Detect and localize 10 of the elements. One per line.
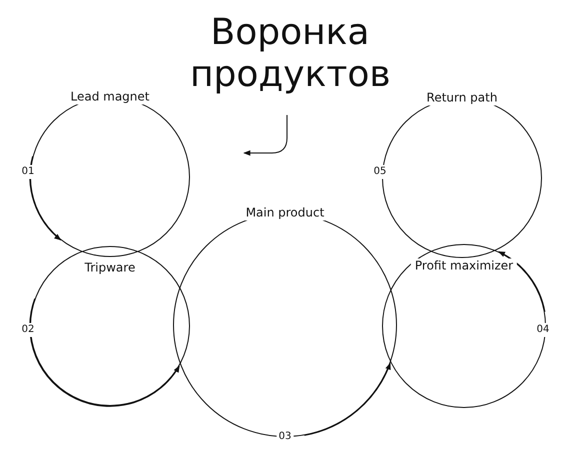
arrow [29, 156, 62, 240]
step-number: 01 [20, 165, 36, 179]
step-number: 04 [534, 323, 552, 337]
step-number: 02 [20, 323, 36, 337]
arrow [29, 298, 180, 407]
diagram-title: Воронка продуктов [190, 12, 390, 96]
arrow [304, 362, 391, 436]
step-number: 05 [372, 165, 388, 179]
stage-label: Main product [242, 206, 328, 220]
arrow [498, 251, 546, 312]
